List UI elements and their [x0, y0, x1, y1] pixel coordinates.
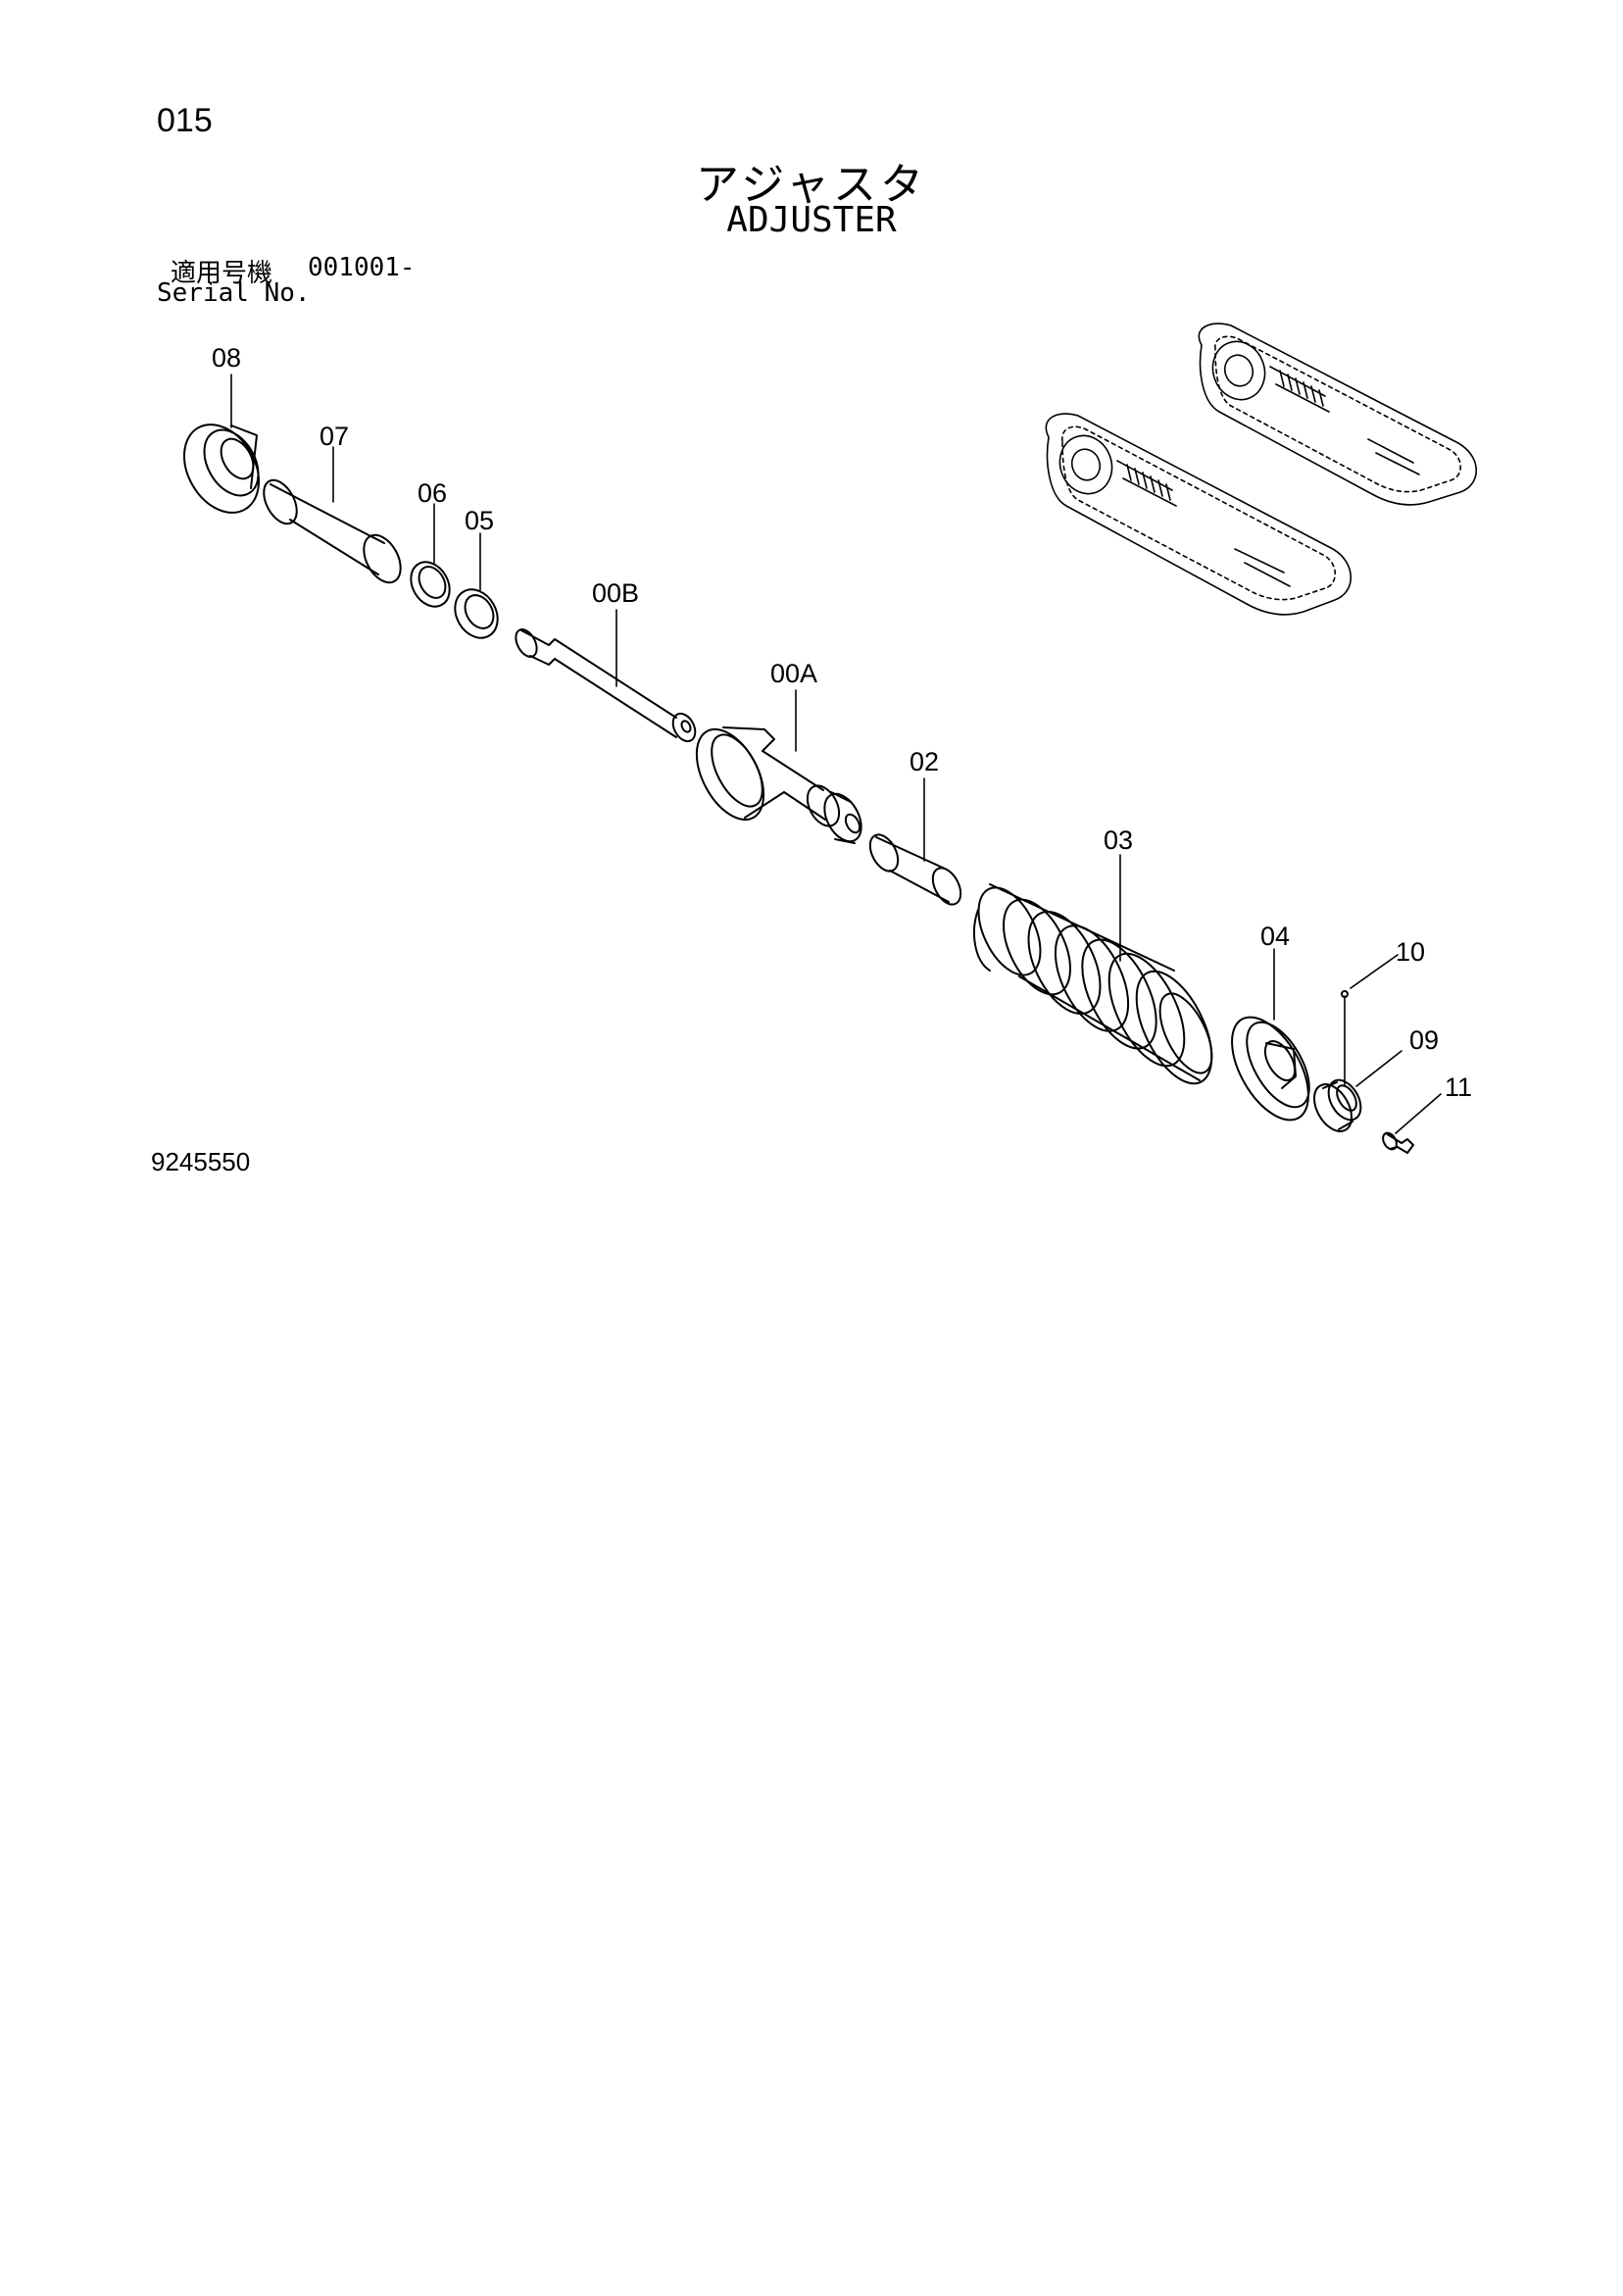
callout-06: 06	[418, 478, 447, 508]
page-number: 015	[157, 102, 213, 139]
callout-11: 11	[1445, 1073, 1472, 1102]
callout-04: 04	[1260, 922, 1290, 951]
part-04-seat	[1231, 1016, 1310, 1122]
callout-08: 08	[212, 343, 241, 373]
callout-02: 02	[910, 747, 939, 776]
part-05-seal	[454, 588, 499, 639]
leader-lines	[230, 374, 1442, 1134]
part-00a-cylinder	[695, 726, 862, 844]
callout-10: 10	[1396, 937, 1425, 967]
part-09-nut	[1313, 1078, 1362, 1132]
callout-07: 07	[320, 422, 349, 451]
undercarriage-inset	[1045, 323, 1477, 616]
title-english: ADJUSTER	[726, 200, 897, 240]
serial-value: 001001-	[308, 253, 416, 282]
serial-label-english: Serial No.	[157, 278, 311, 308]
part-08-cap	[183, 424, 260, 514]
callout-03: 03	[1104, 825, 1133, 855]
callout-05: 05	[465, 506, 494, 535]
part-02-spacer	[868, 833, 962, 906]
callout-00b: 00B	[592, 578, 639, 608]
callout-09: 09	[1409, 1025, 1439, 1055]
part-00b-rod	[515, 628, 697, 743]
part-06-ring	[410, 561, 451, 608]
part-07-sleeve	[263, 478, 402, 584]
callout-00a: 00A	[770, 659, 817, 688]
part-03-spring	[973, 883, 1213, 1085]
title-japanese: アジャスタ	[695, 160, 928, 210]
part-11-fitting	[1382, 1131, 1414, 1154]
document-number: 9245550	[151, 1147, 251, 1176]
serial-label-japanese: 適用号機	[171, 259, 273, 288]
